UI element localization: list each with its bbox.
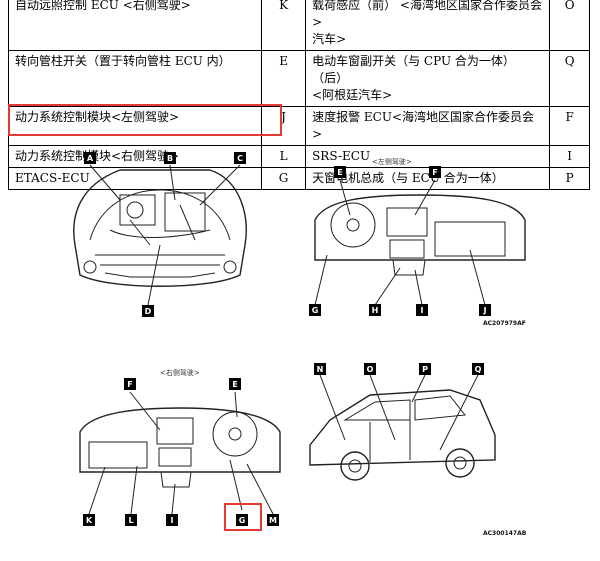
cell-line: 电动车窗副开关（与 CPU 合为一体）（后） xyxy=(312,54,515,85)
svg-text:P: P xyxy=(422,365,428,374)
svg-text:G: G xyxy=(239,516,246,525)
table-cell-code: G xyxy=(261,167,307,190)
vehicle-side-diagram: N O P Q xyxy=(309,363,496,481)
table-cell: ETACS-ECU xyxy=(7,167,263,190)
table-row: 动力系统控制模块<右侧驾驶> L SRS-ECU I xyxy=(7,145,590,168)
callout-label: F xyxy=(429,166,441,178)
table-cell: 天窗电机总成（与 ECU 合为一体） xyxy=(305,167,551,190)
figure-code: AC300147AB xyxy=(483,530,527,537)
svg-text:L: L xyxy=(128,516,133,525)
table-row: 转向管柱开关（置于转向管柱 ECU 内） E 电动车窗副开关（与 CPU 合为一… xyxy=(7,50,590,107)
table-cell: 电动车窗副开关（与 CPU 合为一体）（后） <阿根廷汽车> xyxy=(305,50,551,107)
callout-label: M xyxy=(267,514,279,526)
callout-label: A xyxy=(84,152,96,164)
table-cell-code: K xyxy=(261,0,307,51)
ecu-location-table: 自动远照控制 ECU <右侧驾驶> K 载荷感应（前） <海湾地区国家合作委员会… xyxy=(7,0,590,190)
table-cell: 自动远照控制 ECU <右侧驾驶> xyxy=(7,0,263,51)
callout-label: N xyxy=(314,363,326,375)
callout-label: Q xyxy=(472,363,484,375)
svg-text:F: F xyxy=(127,380,132,389)
callout-label: H xyxy=(369,304,381,316)
figure-code: AC207979AF xyxy=(483,320,526,327)
svg-text:I: I xyxy=(171,516,174,525)
svg-text:J: J xyxy=(483,306,487,315)
svg-text:H: H xyxy=(372,306,379,315)
callout-label: I xyxy=(416,304,428,316)
callout-label: G xyxy=(236,514,248,526)
svg-text:O: O xyxy=(367,365,374,374)
engine-bay-diagram: A B C D xyxy=(73,152,247,317)
callout-label: O xyxy=(364,363,376,375)
svg-text:E: E xyxy=(232,380,237,389)
svg-text:I: I xyxy=(421,306,424,315)
callout-label: G xyxy=(309,304,321,316)
table-cell-code: L xyxy=(261,145,307,168)
table-cell: 载荷感应（前） <海湾地区国家合作委员会> 汽车> xyxy=(305,0,551,51)
table-cell-code: O xyxy=(549,0,590,51)
cell-line: 载荷感应（前） <海湾地区国家合作委员会> xyxy=(312,0,542,29)
svg-text:Q: Q xyxy=(475,365,482,374)
table-cell: 速度报警 ECU<海湾地区国家合作委员会> xyxy=(305,106,551,146)
table-cell-code: P xyxy=(549,167,590,190)
callout-label: K xyxy=(83,514,95,526)
callout-label: B xyxy=(164,152,176,164)
callout-label: C xyxy=(234,152,246,164)
callout-label: I xyxy=(166,514,178,526)
svg-text:G: G xyxy=(312,306,319,315)
table-row: 自动远照控制 ECU <右侧驾驶> K 载荷感应（前） <海湾地区国家合作委员会… xyxy=(7,0,590,51)
svg-text:B: B xyxy=(167,154,173,163)
dashboard-left-diagram: E F G H I J xyxy=(309,166,526,316)
callout-label: J xyxy=(479,304,491,316)
diagram-caption: <左侧驾驶> xyxy=(372,158,412,166)
dashboard-right-diagram: F E K L I G M xyxy=(79,378,281,526)
table-cell-code: E xyxy=(261,50,307,107)
table-cell-code: F xyxy=(549,106,590,146)
callout-label: E xyxy=(334,166,346,178)
callout-label: D xyxy=(142,305,154,317)
svg-text:K: K xyxy=(86,516,93,525)
etacs-row-highlight xyxy=(8,104,282,136)
svg-text:C: C xyxy=(237,154,243,163)
svg-text:A: A xyxy=(87,154,94,163)
table-cell: 转向管柱开关（置于转向管柱 ECU 内） xyxy=(7,50,263,107)
callout-label: F xyxy=(124,378,136,390)
callout-label: E xyxy=(229,378,241,390)
callout-label: L xyxy=(125,514,137,526)
table-cell-code: Q xyxy=(549,50,590,107)
cell-line: 汽车> xyxy=(312,32,347,46)
table-cell-code: I xyxy=(549,145,590,168)
table-cell: 动力系统控制模块<右侧驾驶> xyxy=(7,145,263,168)
svg-text:D: D xyxy=(145,307,152,316)
svg-text:N: N xyxy=(317,365,324,374)
table-row: ETACS-ECU G 天窗电机总成（与 ECU 合为一体） P xyxy=(7,167,590,190)
table-row: 动力系统控制模块<左侧驾驶> J 速度报警 ECU<海湾地区国家合作委员会> F xyxy=(7,106,590,146)
svg-text:F: F xyxy=(432,168,437,177)
svg-text:E: E xyxy=(337,168,342,177)
svg-text:M: M xyxy=(269,516,277,525)
ecu-g-highlight xyxy=(224,503,262,531)
diagram-caption: <右侧驾驶> xyxy=(160,369,200,377)
cell-line: <阿根廷汽车> xyxy=(312,88,393,102)
callout-label: P xyxy=(419,363,431,375)
